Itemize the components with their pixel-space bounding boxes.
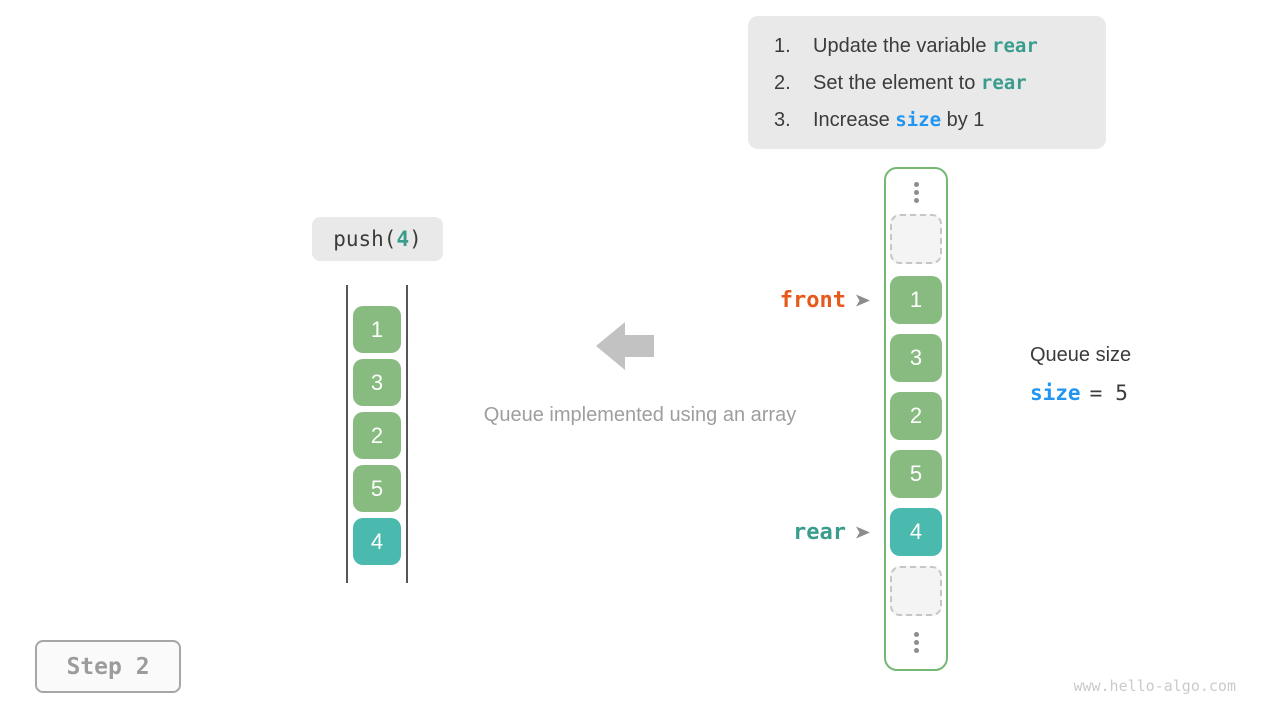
- equals-sign: =: [1089, 381, 1103, 405]
- push-close: ): [409, 227, 422, 251]
- arrow-left-icon: [596, 322, 654, 370]
- instruction-pre: Set the element to: [813, 72, 981, 94]
- queue-element: 1: [353, 306, 401, 353]
- array-cell: 1: [890, 276, 942, 324]
- array-cell-new: 4: [890, 508, 942, 556]
- queue-size-value: 5: [1115, 381, 1128, 405]
- instruction-item: 3. Increase size by 1: [774, 102, 1096, 139]
- push-open: push(: [333, 227, 397, 251]
- array-container: 1 3 2 5 4: [884, 167, 948, 671]
- vertical-ellipsis-icon: [886, 182, 946, 203]
- push-argument: 4: [396, 227, 410, 251]
- instructions-panel: 1. Update the variable rear 2. Set the e…: [748, 16, 1106, 149]
- instruction-pre: Increase: [813, 109, 896, 131]
- rear-pointer: rear: [698, 518, 870, 546]
- triangle-right-icon: [856, 526, 870, 539]
- triangle-right-icon: [856, 294, 870, 307]
- queue-size-value-line: size = 5: [1030, 381, 1131, 405]
- empty-slot: [890, 566, 942, 616]
- dot: [913, 632, 919, 637]
- step-badge: Step 2: [35, 640, 181, 693]
- array-cell: 5: [890, 450, 942, 498]
- instruction-text: Update the variable rear: [813, 35, 1038, 58]
- instruction-text: Increase size by 1: [813, 109, 984, 132]
- instruction-number: 3.: [774, 109, 791, 131]
- front-pointer: front: [698, 286, 870, 314]
- dot: [913, 182, 919, 187]
- empty-slot: [890, 214, 942, 264]
- array-cell: 3: [890, 334, 942, 382]
- queue-element: 5: [353, 465, 401, 512]
- instruction-text: Set the element to rear: [813, 72, 1027, 95]
- rear-pointer-label: rear: [793, 519, 846, 545]
- instruction-pre: Update the variable: [813, 35, 993, 57]
- queue-size-title: Queue size: [1030, 344, 1132, 366]
- caption: Queue implemented using an array: [483, 404, 797, 426]
- code-token-size: size: [1030, 381, 1081, 405]
- dot: [913, 190, 919, 195]
- watermark: www.hello-algo.com: [1073, 677, 1236, 695]
- queue-size-panel: Queue size size = 5: [1030, 344, 1131, 405]
- instruction-item: 1. Update the variable rear: [774, 28, 1096, 65]
- vertical-ellipsis-icon: [886, 632, 946, 653]
- push-operation-label: push(4): [312, 217, 443, 261]
- instruction-post: by 1: [941, 109, 985, 131]
- queue-element: 2: [353, 412, 401, 459]
- array-cell: 2: [890, 392, 942, 440]
- queue-element: 3: [353, 359, 401, 406]
- dot: [913, 648, 919, 653]
- dot: [913, 640, 919, 645]
- dot: [913, 198, 919, 203]
- code-token-size: size: [895, 109, 942, 131]
- instruction-item: 2. Set the element to rear: [774, 65, 1096, 102]
- code-token-rear: rear: [992, 35, 1038, 57]
- code-token-rear: rear: [980, 72, 1027, 94]
- instruction-number: 2.: [774, 72, 791, 94]
- front-pointer-label: front: [779, 287, 846, 313]
- instruction-number: 1.: [774, 35, 791, 57]
- abstract-queue-stack: 1 3 2 5 4: [346, 285, 408, 583]
- queue-element-new: 4: [353, 518, 401, 565]
